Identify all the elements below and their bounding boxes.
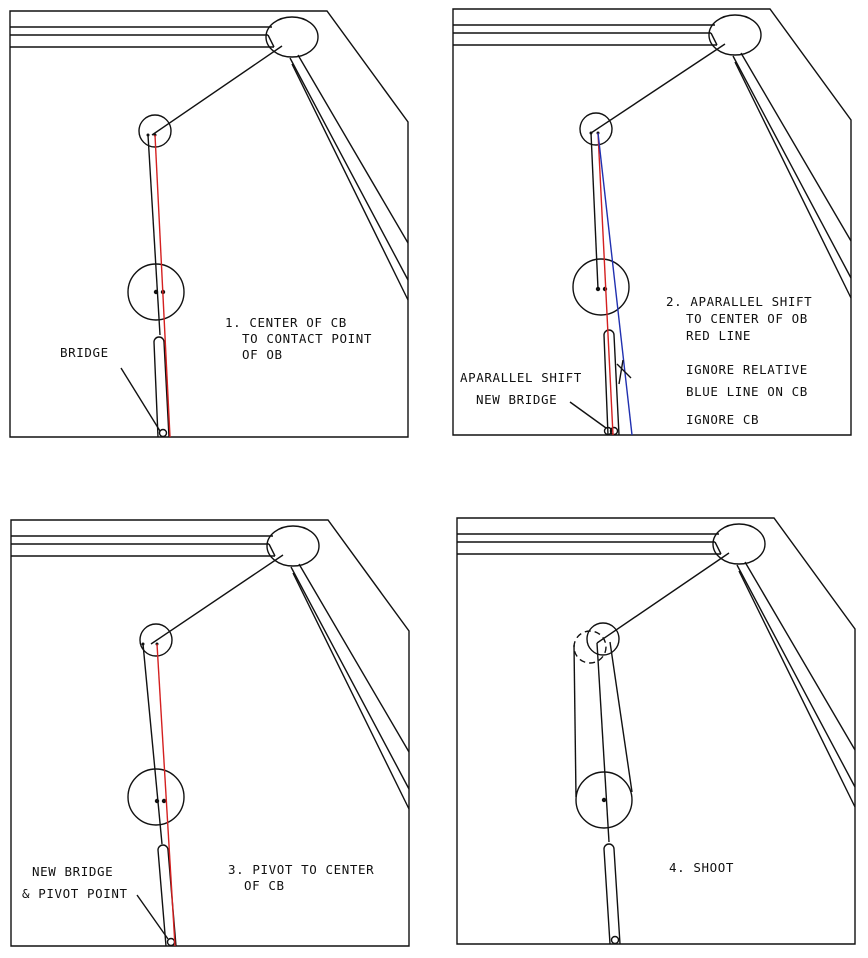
cue-ball [575, 771, 633, 829]
cross-mark-icon [616, 359, 632, 385]
step-text: RED LINE [686, 328, 751, 343]
step-text: 2. APARALLEL SHIFT [666, 294, 812, 309]
cue-stick [603, 329, 620, 436]
step-text: 1. CENTER OF CB [225, 315, 347, 330]
blue-relative-line [597, 132, 633, 436]
callout-label: NEW BRIDGE [476, 392, 557, 407]
red-aim-line [156, 643, 176, 947]
cue-stick [603, 843, 621, 945]
panel-2: APARALLEL SHIFT NEW BRIDGE 2. APARALLEL … [452, 8, 852, 436]
step-text: 3. PIVOT TO CENTER [228, 862, 374, 877]
ghost-ball [573, 630, 607, 664]
step-text: BLUE LINE ON CB [686, 384, 808, 399]
object-ball [139, 623, 173, 657]
callout-pointer [136, 894, 169, 940]
panel-4: 4. SHOOT [456, 517, 856, 945]
black-line [147, 134, 161, 336]
table-corner [456, 517, 856, 945]
callout-pointer [120, 367, 161, 432]
cue-stick [153, 336, 170, 438]
red-aim-line [597, 132, 614, 436]
table-corner [9, 10, 409, 438]
panel-1: BRIDGE 1. CENTER OF CB TO CONTACT POINT … [9, 10, 409, 438]
callout-label: BRIDGE [60, 345, 109, 360]
panel-3: NEW BRIDGE & PIVOT POINT 3. PIVOT TO CEN… [10, 519, 410, 947]
callout-pointer [569, 401, 607, 429]
cue-ball [127, 768, 185, 826]
step-text: TO CENTER OF OB [686, 311, 808, 326]
ob-to-pocket-line [151, 45, 283, 136]
step-text: TO CONTACT POINT [242, 331, 372, 346]
red-aim-line [154, 134, 171, 438]
step-text: 4. SHOOT [669, 860, 734, 875]
step-text: OF OB [242, 347, 283, 362]
step-text: OF CB [244, 878, 285, 893]
table-corner [10, 519, 410, 947]
callout-label: APARALLEL SHIFT [460, 370, 582, 385]
step-text: IGNORE CB [686, 412, 759, 427]
callout-label: NEW BRIDGE [32, 864, 113, 879]
callout-label: & PIVOT POINT [22, 886, 128, 901]
object-ball [579, 112, 613, 146]
cue-ball [572, 258, 630, 316]
object-ball [586, 622, 620, 656]
step-text: IGNORE RELATIVE [686, 362, 808, 377]
cue-stick [157, 844, 177, 947]
